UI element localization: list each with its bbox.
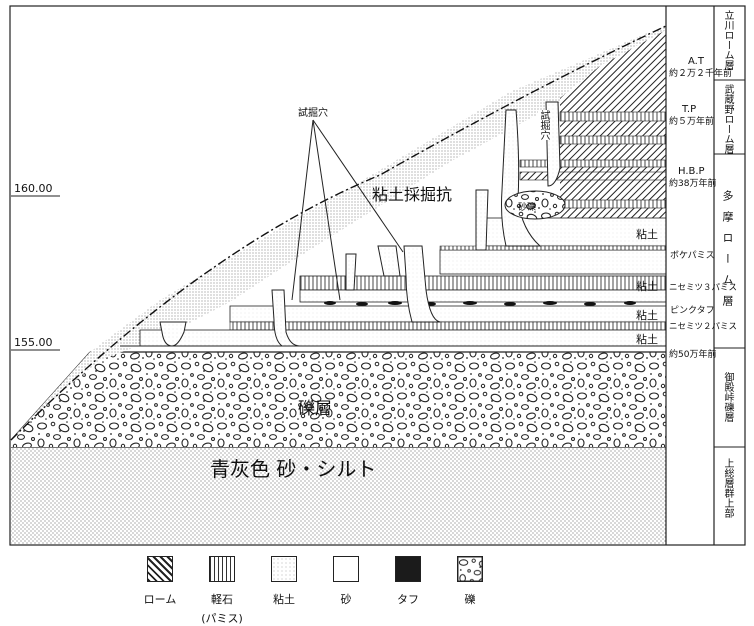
formation-tama: 多摩ローム層 [721, 190, 734, 316]
clay-label-1: 粘土 [636, 227, 658, 241]
tuff-swatch [395, 556, 421, 582]
legend-label: タフ [397, 593, 419, 606]
loam-slope [11, 26, 666, 440]
marker-age50: 約50万年前 [669, 348, 716, 360]
marker-hbp: H.B.P [678, 166, 705, 177]
clay-band-2 [439, 249, 667, 275]
clay-band-5 [229, 305, 667, 323]
gravel-layer-label: 礫層 [298, 399, 332, 419]
marker-at: A.T [688, 56, 705, 67]
legend-label: 砂 [340, 593, 352, 606]
marker-pinktuff: ピンクタフ [670, 305, 715, 316]
legend-label: ローム [143, 593, 177, 606]
gravel-swatch [457, 556, 483, 582]
formation-musashino: 武蔵野ローム層 [722, 84, 733, 154]
formation-gotenba: 御殿峠礫層 [722, 372, 733, 422]
test-pit-label-right: 試掘穴 [538, 110, 549, 140]
clay-band-4 [299, 289, 667, 303]
formation-tachikawa: 立川ローム層 [722, 10, 733, 70]
clay-swatch [271, 556, 297, 582]
elevation-155: 155.00 [14, 336, 53, 349]
legend-item-tuff: タフ [378, 556, 438, 607]
silt-sand-layer [11, 447, 666, 544]
sand-gravel-lens [504, 190, 566, 220]
legend-label: 礫 [464, 593, 476, 606]
legend-item-gravel: 礫 [440, 556, 500, 607]
clay-band-6 [139, 329, 667, 347]
bottom-layer-label: 青灰色 砂・シルト [210, 457, 376, 481]
clay-label-3: 粘土 [636, 308, 658, 322]
clay-label-2: 粘土 [636, 279, 658, 293]
legend-label: 粘土 [273, 593, 295, 606]
marker-nisemitsu2: ニセミツ２パミス [669, 322, 737, 332]
tuff-lenses [324, 301, 636, 306]
legend-sublabel: (パミス) [201, 612, 243, 625]
frame [9, 5, 746, 546]
legend-label: 軽石 [211, 593, 233, 606]
clay-pit-label: 粘土採掘抗 [372, 185, 452, 204]
legend: ローム 軽石 (パミス) 粘土 砂 タフ 礫 [130, 556, 530, 626]
legend-item-clay: 粘土 [254, 556, 314, 607]
legend-item-pumice: 軽石 (パミス) [192, 556, 252, 626]
formation-kazusa: 上総層群上部 [722, 458, 733, 518]
marker-tp-age: 約５万年前 [669, 115, 714, 127]
marker-nisemitsu3: ニセミツ３パミス [669, 283, 737, 293]
marker-hbp-age: 約38万年前 [669, 177, 716, 189]
sand-swatch [333, 556, 359, 582]
sand-gravel-label: 砂礫 [518, 201, 536, 213]
marker-at-age: 約２万２千年前 [669, 67, 732, 79]
gravel-layer [11, 352, 666, 447]
marker-tp: T.P [681, 104, 696, 115]
pumice-swatch [209, 556, 235, 582]
legend-item-loam: ローム [130, 556, 190, 607]
clay-label-4: 粘土 [636, 332, 658, 346]
elevation-160: 160.00 [14, 182, 53, 195]
ground-surface [10, 25, 667, 441]
marker-bokepumice: ボケパミス [670, 250, 715, 261]
loam-swatch [147, 556, 173, 582]
test-pit-label-left: 試掘穴 [298, 106, 328, 119]
legend-item-sand: 砂 [316, 556, 376, 607]
